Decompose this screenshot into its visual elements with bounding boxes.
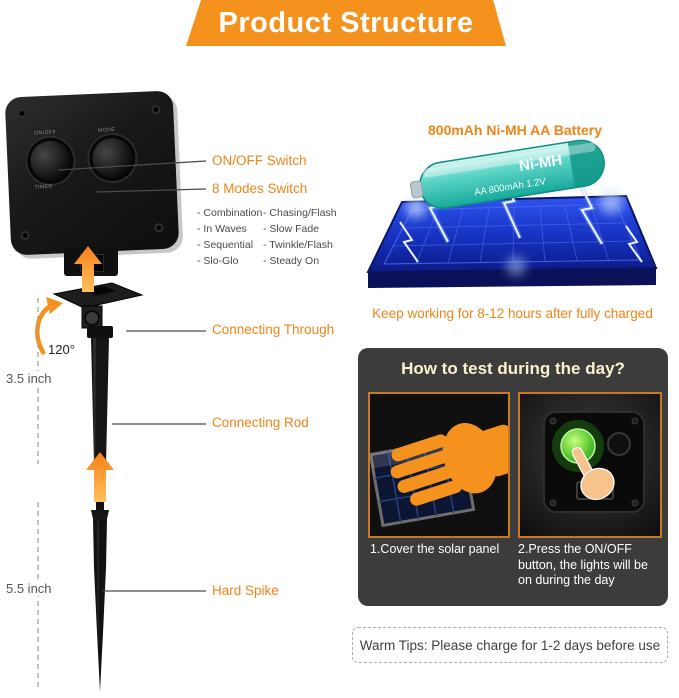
page-title: Product Structure [218, 6, 474, 39]
connecting-rod-label: Connecting Rod [212, 415, 309, 430]
test-step-1: 1.Cover the solar panel [370, 542, 500, 556]
hard-spike-shape [91, 498, 109, 692]
mount-notch [80, 254, 104, 272]
test-guide-title: How to test during the day? [401, 359, 625, 378]
mode-knob [88, 134, 137, 183]
screw-icon [151, 104, 161, 115]
mount-tab [64, 248, 118, 276]
press-button-photo [518, 392, 662, 538]
connecting-rod-shape [87, 326, 113, 467]
screw-icon [20, 230, 30, 241]
angle-label: 120° [48, 342, 75, 357]
test-guide-box: How to test during the day? [358, 348, 668, 606]
mode-item: - Slow Fade [263, 223, 320, 235]
modes-switch-label: 8 Modes Switch [212, 181, 308, 196]
left-knob-label: ON/OFF [34, 129, 57, 137]
spike-length-label: 5.5 inch [4, 581, 54, 596]
solar-panel-edge [368, 268, 656, 288]
warm-tips-text: Warm Tips: Please charge for 1-2 days be… [359, 637, 661, 653]
onoff-switch-label: ON/OFF Switch [212, 153, 307, 168]
covering-hand-icon [390, 423, 508, 506]
pointing-hand-icon [571, 447, 615, 500]
aa-battery: Ni-MH AA 800mAh 1.2V [409, 139, 605, 210]
onoff-knob [26, 136, 75, 185]
screw-icon [154, 222, 164, 233]
solar-controller-back: ON/OFF MODE TIMER [4, 90, 180, 256]
mode-item: - Combination [197, 207, 263, 219]
battery-caption: Keep working for 8-12 hours after fully … [372, 306, 653, 321]
mode-item: - Twinkle/Flash [263, 239, 333, 251]
connecting-through-label: Connecting Through [212, 322, 335, 337]
mode-item: - Steady On [263, 255, 320, 267]
test-step-2: 2.Press the ON/OFF button, the lights wi… [518, 542, 648, 587]
battery-title: 800mAh Ni-MH AA Battery [428, 122, 602, 138]
title-banner: Product Structure [186, 0, 506, 46]
timer-label: TIMER [34, 183, 53, 191]
mode-knob-front [607, 432, 631, 456]
mode-list-column-2: - Chasing/Flash - Slow Fade - Twinkle/Fl… [263, 205, 337, 269]
rod-length-label: 3.5 inch [4, 371, 54, 386]
right-knob-label: MODE [98, 126, 116, 134]
mode-item: - Sequential [197, 239, 254, 251]
battery-type-label: Ni-MH [518, 151, 563, 175]
mode-item: - Chasing/Flash [263, 207, 337, 219]
mode-list-column-1: - Combination - In Waves - Sequential - … [197, 205, 262, 269]
screw-icons [549, 417, 639, 507]
cover-panel-photo [368, 392, 510, 538]
battery-on-solar-panel-image: Ni-MH AA 800mAh 1.2V [366, 139, 658, 288]
battery-tip [409, 180, 424, 199]
hard-spike-label: Hard Spike [212, 583, 279, 598]
mode-item: - Slo-Glo [197, 255, 239, 267]
mode-item: - In Waves [197, 223, 247, 235]
warm-tips-box: Warm Tips: Please charge for 1-2 days be… [352, 627, 668, 663]
screw-icon [17, 108, 27, 119]
